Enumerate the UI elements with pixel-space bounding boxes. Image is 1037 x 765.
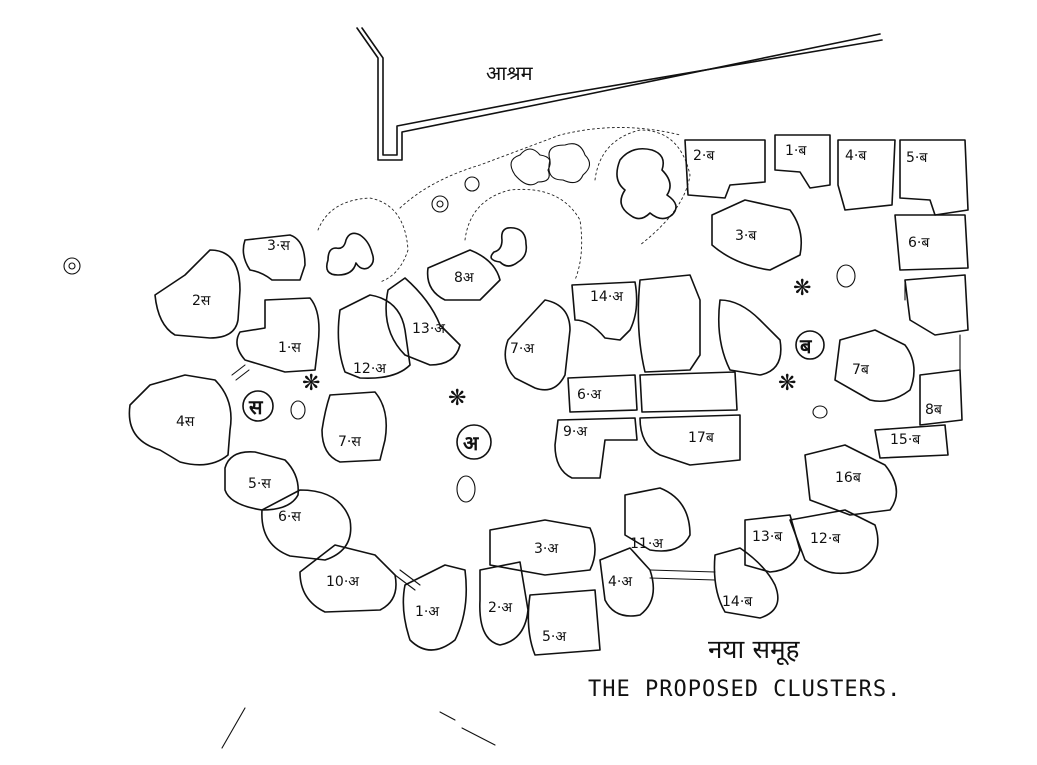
zone-sa-circle	[242, 390, 274, 422]
unit-a14: 14·अ	[590, 289, 623, 305]
unit-b12: 12·ब	[810, 531, 841, 547]
zone-sa-label: स	[248, 395, 264, 419]
zone-ba-circle	[795, 330, 825, 360]
tree-symbols	[63, 143, 856, 503]
zone-a-label: अ	[463, 431, 479, 455]
ashram-label: आश्रम	[486, 61, 534, 85]
unit-a4: 4·अ	[608, 574, 632, 590]
connectors	[231, 364, 716, 591]
unit-a10: 10·अ	[326, 574, 359, 590]
unit-a13: 13·अ	[412, 321, 445, 337]
unit-a12: 12·अ	[353, 361, 386, 377]
unit-b7: 7ब	[852, 362, 870, 378]
unit-s3: 3·स	[267, 238, 290, 254]
courtyard-mark-1: ❋	[302, 371, 320, 396]
unit-a6: 6·अ	[577, 387, 601, 403]
stray-strokes	[221, 279, 961, 749]
unit-a11: 11·अ	[630, 536, 663, 552]
garden-hatching	[317, 127, 691, 283]
unit-s7: 7·स	[338, 434, 361, 450]
unit-b5: 5·ब	[906, 150, 928, 166]
pond-forms	[325, 147, 677, 276]
unit-a5: 5·अ	[542, 629, 566, 645]
unit-s5: 5·स	[248, 476, 271, 492]
unit-b14: 14·ब	[722, 594, 753, 610]
unit-a1: 1·अ	[415, 604, 439, 620]
unit-b8: 8ब	[925, 402, 943, 418]
cluster-a	[299, 249, 691, 656]
unit-a7: 7·अ	[510, 341, 534, 357]
unit-b2: 2·ब	[693, 148, 715, 164]
unit-b3: 3·ब	[735, 228, 757, 244]
unit-s2: 2स	[192, 293, 211, 309]
title-english: THE PROPOSED CLUSTERS.	[588, 677, 901, 702]
unit-a8: 8अ	[454, 270, 474, 286]
courtyard-mark-4: ❋	[778, 371, 796, 396]
cluster-sa	[128, 234, 411, 561]
courtyard-mark-2: ❋	[448, 386, 466, 411]
zone-ba-label: ब	[799, 334, 813, 358]
cluster-ba	[637, 134, 969, 619]
unit-s1: 1·स	[278, 340, 301, 356]
unit-b16: 16ब	[835, 470, 862, 486]
unit-b17: 17ब	[688, 430, 715, 446]
unit-a2: 2·अ	[488, 600, 512, 616]
unit-s4: 4स	[176, 414, 195, 430]
ashram-boundary	[356, 27, 883, 161]
unit-s6: 6·स	[278, 509, 301, 525]
unit-b6: 6·ब	[908, 235, 930, 251]
unit-b13: 13·ब	[752, 529, 783, 545]
unit-a9: 9·अ	[563, 424, 587, 440]
title-hindi: नया समूह	[708, 635, 801, 666]
unit-b15: 15·ब	[890, 432, 921, 448]
courtyard-mark-3: ❋	[793, 276, 811, 301]
unit-b1: 1·ब	[785, 143, 807, 159]
unit-b4: 4·ब	[845, 148, 867, 164]
unit-a3: 3·अ	[534, 541, 558, 557]
zone-a-circle	[456, 424, 492, 460]
